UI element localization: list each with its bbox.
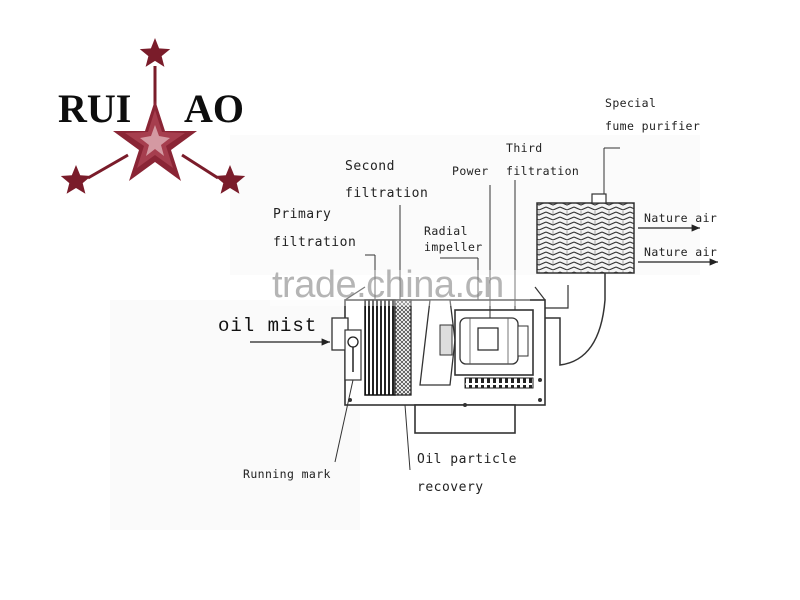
outlet-duct — [545, 273, 606, 366]
label-second-filtration-line2: filtration — [345, 186, 429, 201]
label-oil-particle-recovery-line1: Oil particle — [417, 452, 517, 467]
second-filter — [394, 299, 412, 396]
background-panel — [110, 300, 360, 530]
logo-stars — [60, 38, 246, 194]
label-third-filtration-line1: Third — [506, 141, 543, 155]
label-third-filtration-line2: filtration — [506, 164, 580, 178]
power-motor — [454, 309, 534, 376]
label-oil-particle-recovery-line2: recovery — [417, 480, 484, 495]
label-oil-mist: oil mist — [218, 315, 318, 337]
label-power: Power — [452, 164, 489, 178]
logo-star-right — [214, 165, 246, 194]
label-running-mark: Running mark — [243, 467, 331, 481]
logo-star-top — [139, 38, 171, 67]
label-radial-impeller-line2: impeller — [424, 240, 483, 254]
watermark-band — [270, 270, 530, 306]
label-primary-filtration-line2: filtration — [273, 235, 357, 250]
label-second-filtration-line1: Second — [345, 159, 395, 174]
logo-text-rui: RUI — [58, 86, 132, 131]
oil-collection-tray — [414, 404, 516, 434]
leader-lines — [334, 180, 516, 471]
logo-star-left — [60, 165, 92, 194]
watermark-text: trade.china.cn — [272, 264, 504, 306]
primary-filter — [364, 299, 396, 396]
label-nature-air-1: Nature air — [644, 211, 718, 225]
label-radial-impeller-line1: Radial — [424, 224, 468, 238]
label-nature-air-2: Nature air — [644, 245, 718, 259]
third-filter — [464, 377, 534, 389]
logo-text-ao: AO — [184, 86, 244, 131]
label-special-fume-purifier-line2: fume purifier — [605, 119, 701, 133]
running-mark-gauge — [344, 329, 362, 381]
radial-impeller — [419, 299, 456, 386]
label-special-fume-purifier-line1: Special — [605, 96, 657, 110]
special-fume-purifier — [536, 147, 635, 274]
label-primary-filtration-line1: Primary — [273, 207, 332, 222]
